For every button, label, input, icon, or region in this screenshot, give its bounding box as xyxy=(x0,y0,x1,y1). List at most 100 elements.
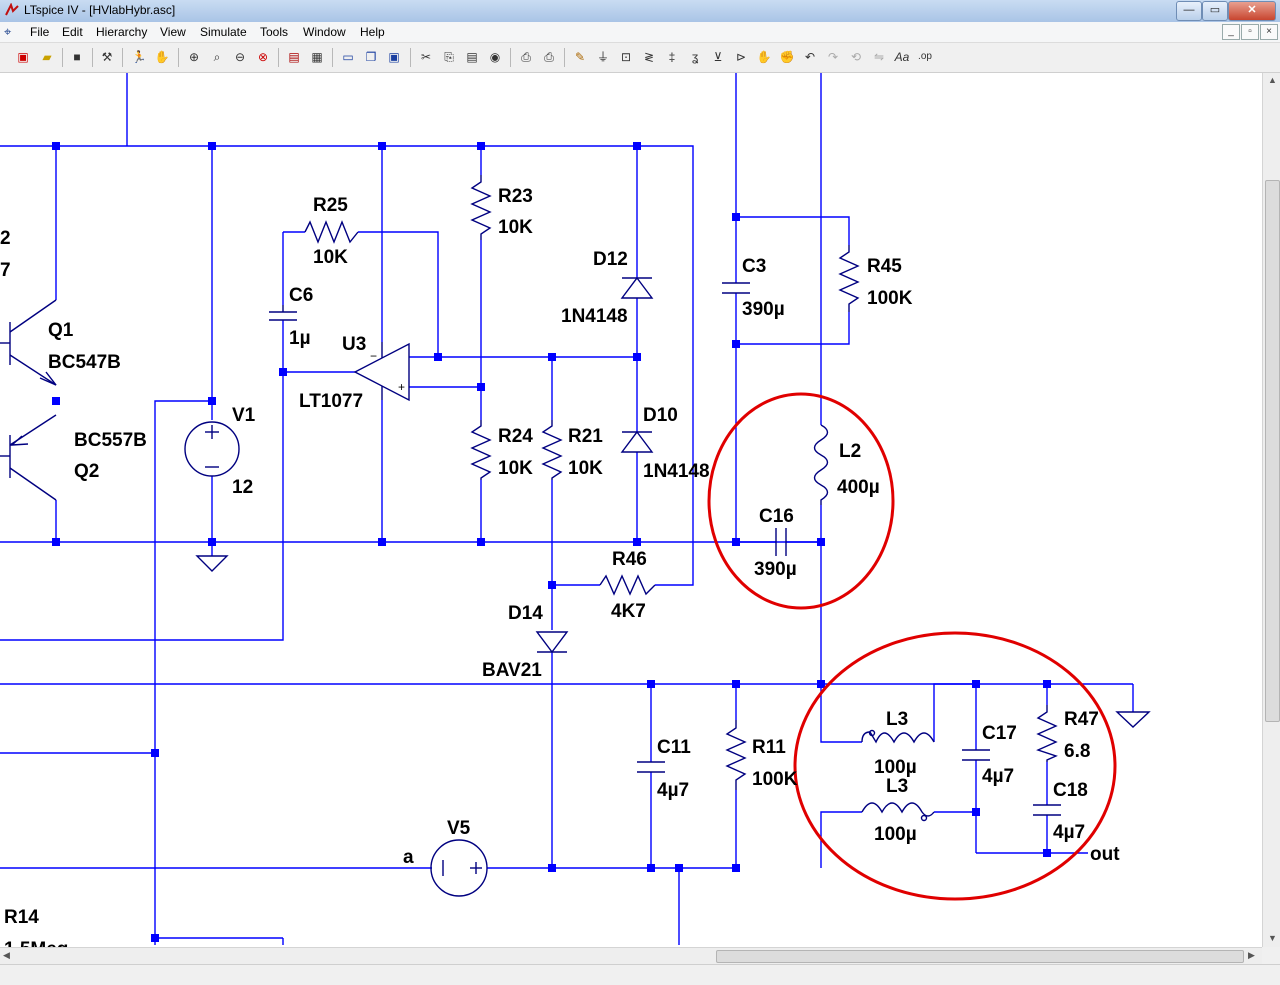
c16-name: C16 xyxy=(759,506,794,527)
print-icon[interactable]: ⎙ xyxy=(544,50,554,64)
menu-window[interactable]: Window xyxy=(303,25,346,39)
q1-transistor-symbol[interactable] xyxy=(0,299,57,386)
horizontal-scroll-thumb[interactable] xyxy=(716,950,1244,963)
mdi-restore-button[interactable]: ▫ xyxy=(1241,24,1259,40)
cascade-icon[interactable]: ❐ xyxy=(365,50,377,64)
component-icon[interactable]: ⊳ xyxy=(735,50,747,64)
label-net-icon[interactable]: ⊡ xyxy=(620,50,632,64)
horizontal-scrollbar[interactable]: ◀ ▶ xyxy=(0,947,1262,964)
find-icon[interactable]: ◉ xyxy=(489,50,501,64)
schematic-canvas[interactable]: − + xyxy=(0,73,1262,947)
run-icon[interactable]: 🏃 xyxy=(131,50,147,64)
d10-diode-symbol[interactable] xyxy=(620,430,654,453)
mdi-minimize-button[interactable]: _ xyxy=(1222,24,1240,40)
paste-icon[interactable]: ▤ xyxy=(466,50,478,64)
mdi-close-button[interactable]: × xyxy=(1260,24,1278,40)
undo-icon[interactable]: ↶ xyxy=(804,50,816,64)
scroll-down-icon[interactable]: ▼ xyxy=(1268,933,1277,943)
c16-capacitor-symbol[interactable] xyxy=(775,528,787,556)
v5-voltage-source-symbol[interactable] xyxy=(430,839,488,897)
r25-resistor-symbol[interactable] xyxy=(304,220,359,244)
zoom-in-icon[interactable]: ⊕ xyxy=(188,50,200,64)
close-window-icon[interactable]: ▣ xyxy=(388,50,400,64)
r25-value: 10K xyxy=(313,247,348,268)
menu-help[interactable]: Help xyxy=(360,25,385,39)
new-schematic-icon[interactable]: ▣ xyxy=(17,50,29,64)
menu-file[interactable]: File xyxy=(30,25,50,39)
r24-name: R24 xyxy=(498,426,533,447)
r11-name: R11 xyxy=(752,737,786,758)
mirror-icon[interactable]: ⇋ xyxy=(873,50,885,64)
open-icon[interactable]: ▰ xyxy=(42,50,52,64)
save-icon[interactable]: ■ xyxy=(73,50,81,64)
l3b-inductor-symbol[interactable] xyxy=(861,802,935,822)
copy-icon[interactable]: ⎘ xyxy=(444,50,454,64)
redo-icon[interactable]: ↷ xyxy=(827,50,839,64)
r21-resistor-symbol[interactable] xyxy=(541,420,563,480)
r47-resistor-symbol[interactable] xyxy=(1036,705,1058,762)
scroll-right-icon[interactable]: ▶ xyxy=(1248,950,1255,960)
d14-name: D14 xyxy=(508,603,543,624)
r23-resistor-symbol[interactable] xyxy=(470,175,492,240)
ground-icon[interactable]: ⏚ xyxy=(596,50,609,64)
menu-view[interactable]: View xyxy=(160,25,186,39)
r11-resistor-symbol[interactable] xyxy=(725,720,747,790)
cut-icon[interactable]: ✂ xyxy=(420,50,432,64)
ground-icon[interactable] xyxy=(195,555,229,572)
menu-edit[interactable]: Edit xyxy=(62,25,83,39)
spice-directive-icon[interactable]: .op xyxy=(918,51,932,62)
menu-tools[interactable]: Tools xyxy=(260,25,289,39)
zoom-out-icon[interactable]: ⊖ xyxy=(234,50,246,64)
r45-resistor-symbol[interactable] xyxy=(838,245,860,312)
u3-value: LT1077 xyxy=(299,391,363,412)
document-icon[interactable]: ⌖ xyxy=(4,24,12,39)
zoom-pan-icon[interactable]: ⌕ xyxy=(213,50,221,64)
diode-icon[interactable]: ⊻ xyxy=(713,50,723,64)
capacitor-icon[interactable]: ‡ xyxy=(668,50,676,64)
svg-text:−: − xyxy=(370,349,377,363)
c6-capacitor-symbol[interactable] xyxy=(269,305,297,321)
q2-transistor-symbol[interactable] xyxy=(0,414,57,501)
menu-simulate[interactable]: Simulate xyxy=(200,25,247,39)
vertical-scrollbar[interactable]: ▲ ▼ xyxy=(1262,73,1280,947)
ruler-icon[interactable]: ▦ xyxy=(311,50,323,64)
c18-capacitor-symbol[interactable] xyxy=(1033,804,1061,816)
move-icon[interactable]: ✋ xyxy=(756,50,772,64)
c11-capacitor-symbol[interactable] xyxy=(637,761,665,773)
zoom-cancel-icon[interactable]: ⊗ xyxy=(257,50,269,64)
l3a-inductor-symbol[interactable] xyxy=(861,729,935,744)
vertical-scroll-thumb[interactable] xyxy=(1265,180,1280,722)
v1-voltage-source-symbol[interactable] xyxy=(184,421,240,477)
l2-inductor-symbol[interactable] xyxy=(813,424,829,505)
ground-icon[interactable] xyxy=(1115,711,1151,728)
minimize-button[interactable]: — xyxy=(1176,1,1202,21)
d12-diode-symbol[interactable] xyxy=(620,276,654,299)
halt-icon[interactable]: ✋ xyxy=(154,50,170,64)
c11-name: C11 xyxy=(657,737,691,758)
c17-capacitor-symbol[interactable] xyxy=(962,749,990,761)
c3-capacitor-symbol[interactable] xyxy=(722,282,750,294)
scroll-left-icon[interactable]: ◀ xyxy=(3,950,10,960)
autorange-icon[interactable]: ▤ xyxy=(288,50,300,64)
close-button[interactable]: ✕ xyxy=(1228,1,1276,21)
inductor-icon[interactable]: ʓ xyxy=(691,50,699,64)
tile-horizontal-icon[interactable]: ▭ xyxy=(342,50,354,64)
text-icon[interactable]: Aa xyxy=(894,50,910,64)
r24-resistor-symbol[interactable] xyxy=(470,420,492,480)
print-setup-icon[interactable]: ⎙ xyxy=(521,50,531,64)
c18-value: 4µ7 xyxy=(1053,822,1085,843)
control-panel-icon[interactable]: ⚒ xyxy=(101,50,113,64)
wire-icon[interactable]: ✎ xyxy=(574,50,586,64)
rotate-icon[interactable]: ⟲ xyxy=(850,50,862,64)
scroll-up-icon[interactable]: ▲ xyxy=(1268,75,1277,85)
wires xyxy=(0,73,1134,945)
d14-diode-symbol[interactable] xyxy=(535,631,569,654)
u3-opamp-symbol[interactable]: − + xyxy=(353,342,410,402)
maximize-button[interactable]: ▭ xyxy=(1202,1,1228,21)
r46-resistor-symbol[interactable] xyxy=(599,574,656,596)
drag-icon[interactable]: ✊ xyxy=(779,50,795,64)
menu-hierarchy[interactable]: Hierarchy xyxy=(96,25,148,39)
r47-value: 6.8 xyxy=(1064,741,1090,762)
schematic-drawing[interactable]: − + xyxy=(0,73,1262,947)
resistor-icon[interactable]: ≷ xyxy=(643,50,655,64)
